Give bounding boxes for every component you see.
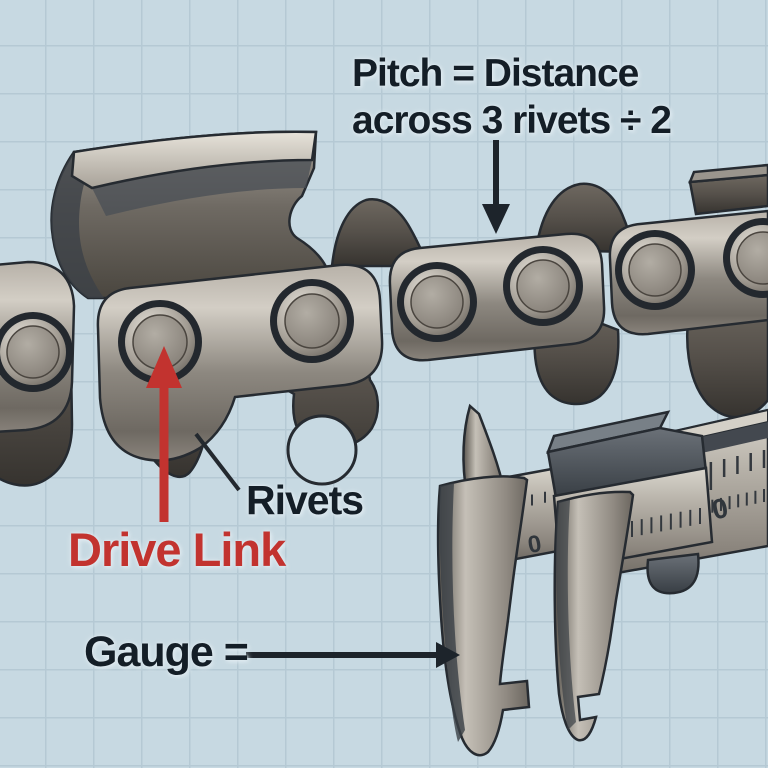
caliper-vernier-zero: 0 (526, 530, 544, 559)
caliper-slider-block (546, 426, 708, 500)
chainsaw-chain-illustration (0, 130, 768, 487)
rivet (723, 218, 768, 298)
rivet (397, 262, 477, 342)
pitch-definition: = Distance (442, 52, 639, 95)
caliper-fixed-jaw-edge (439, 483, 465, 742)
drive-link-notch (286, 414, 358, 486)
caliper-fixed-jaw (436, 475, 531, 757)
rivets-pointer-line (194, 432, 241, 492)
drive-link-arrow (146, 346, 182, 522)
caliper-sliding-jaw (553, 490, 635, 742)
depth-gauge-bar-top (688, 163, 768, 184)
rivet (615, 230, 695, 310)
pitch-label-line2: across 3 rivets ÷ 2 (352, 99, 672, 142)
drive-link-label: Drive Link (68, 523, 286, 576)
rivet (0, 312, 73, 392)
pitch-arrow (482, 140, 510, 234)
caliper-slider-tab (646, 552, 700, 595)
gauge-label: Gauge = (84, 628, 249, 676)
caliper-main-scale-zero: 0 (709, 492, 731, 526)
rivet (270, 279, 354, 363)
vernier-caliper-illustration: 0 0 (436, 403, 768, 757)
rivets-label: Rivets (246, 477, 364, 523)
pitch-label-line1: Pitch = Distance (352, 50, 671, 97)
gauge-arrow (246, 642, 460, 668)
rivet (503, 246, 583, 326)
caliper-sliding-jaw-edge (556, 500, 576, 730)
pitch-keyword: Pitch (352, 52, 443, 95)
rivet (118, 300, 202, 384)
cutter-tooth-front-edge (51, 152, 104, 298)
pitch-label: Pitch = Distance across 3 rivets ÷ 2 (352, 50, 672, 144)
cutter-top-plate (70, 130, 318, 190)
cutter-tooth-shaded-face (92, 160, 312, 216)
